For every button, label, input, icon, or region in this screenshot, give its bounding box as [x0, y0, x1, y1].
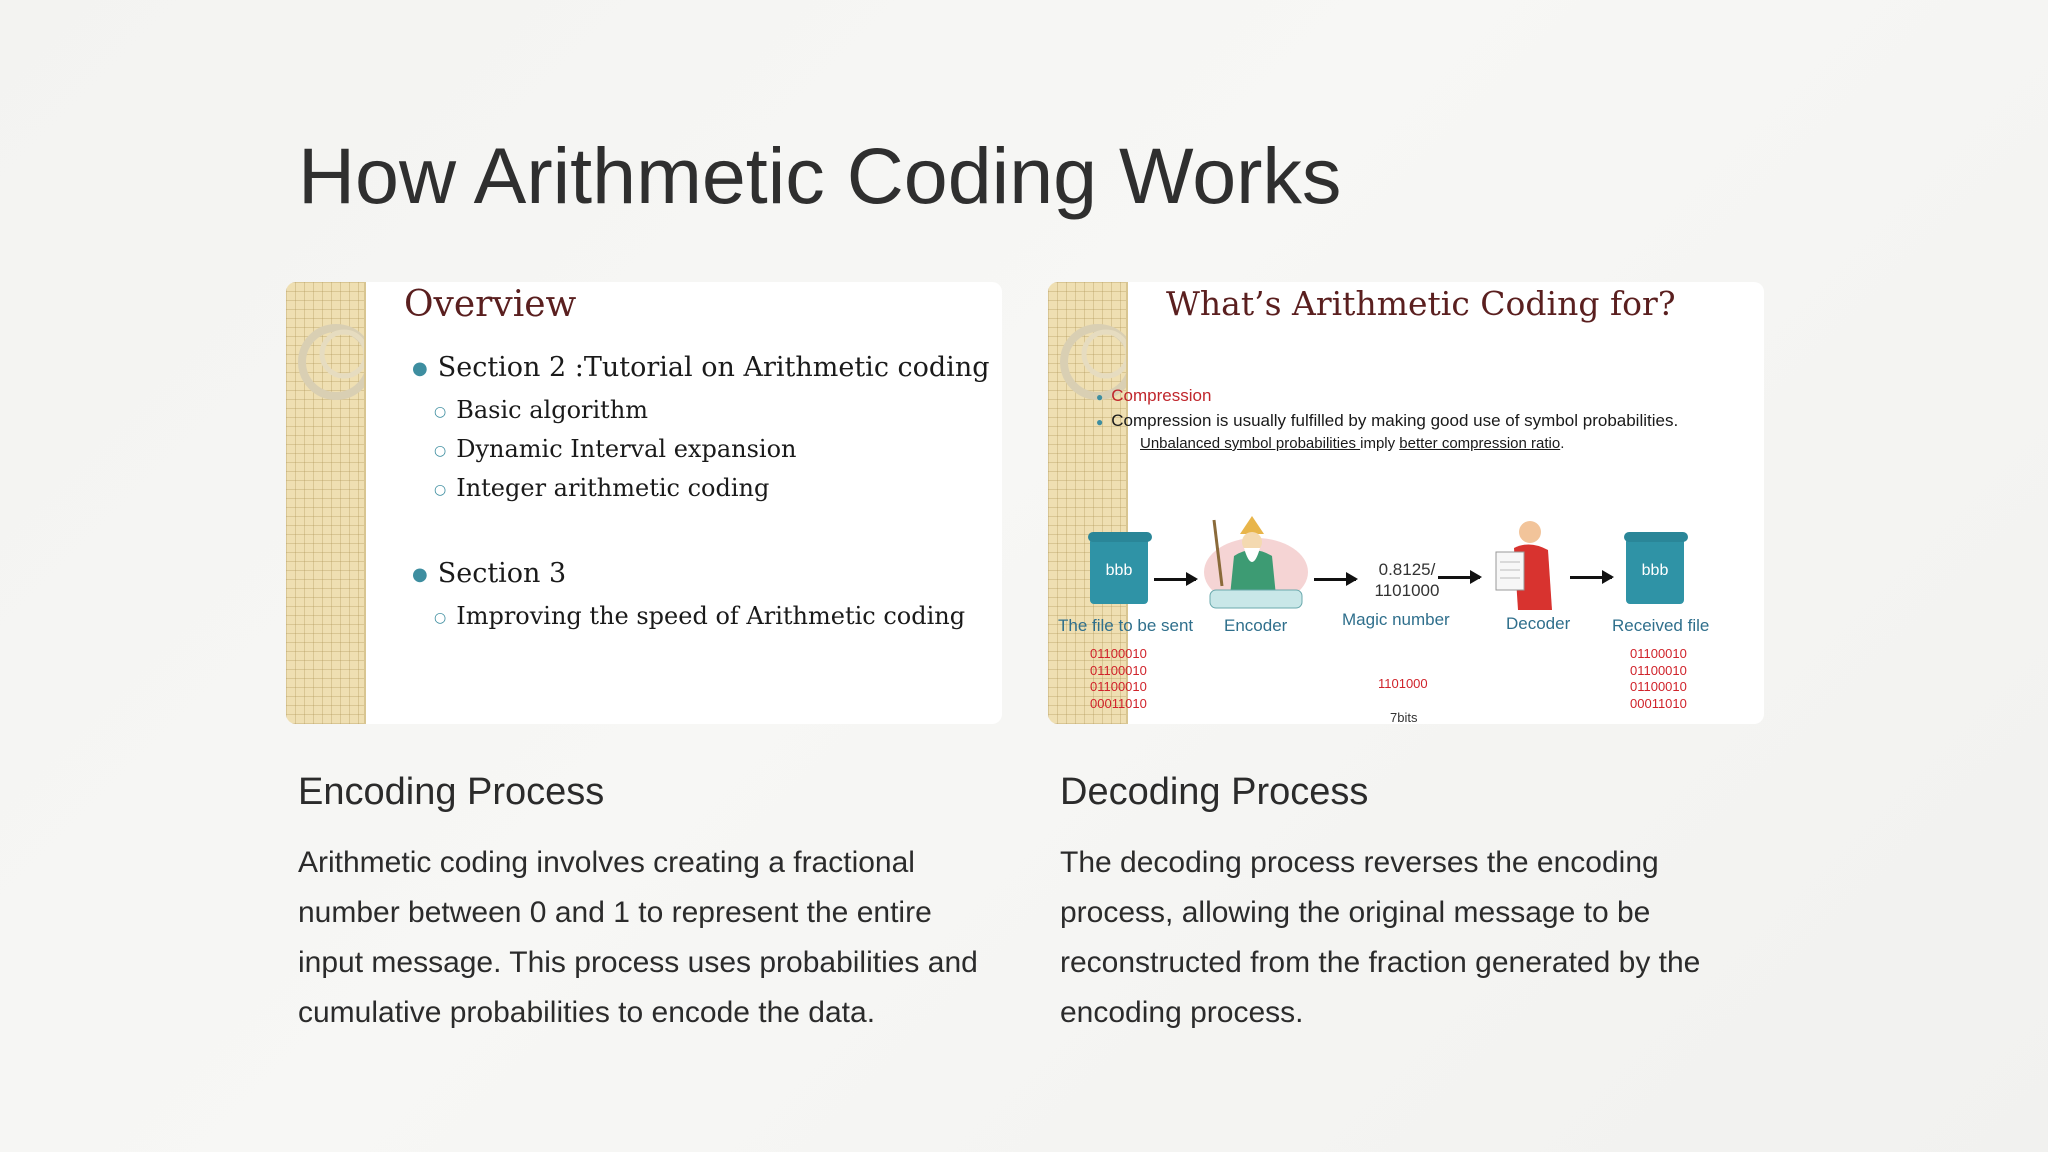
file-scroll-icon: bbb	[1088, 532, 1152, 604]
label-encoder: Encoder	[1224, 616, 1288, 635]
bullet-section-3: ●Section 3	[412, 558, 567, 589]
encoding-heading: Encoding Process	[298, 771, 605, 813]
arrow-icon	[1314, 572, 1358, 586]
arrow-icon	[1154, 572, 1198, 586]
bullet-improving-speed: ○Improving the speed of Arithmetic codin…	[434, 602, 966, 630]
sent-bits: 01100010 01100010 01100010 00011010	[1090, 646, 1147, 711]
slide-decoration	[286, 282, 366, 724]
bullet-integer-arithmetic: ○Integer arithmetic coding	[434, 474, 770, 502]
decoder-person-icon	[1492, 518, 1562, 619]
bullet-compression-desc: ●Compression is usually fulfilled by mak…	[1096, 411, 1679, 430]
label-magic-number: Magic number	[1342, 610, 1450, 629]
bullet-dynamic-interval: ○Dynamic Interval expansion	[434, 435, 797, 463]
label-file-sent: The file to be sent	[1058, 616, 1194, 635]
label-received-file: Received file	[1612, 616, 1710, 635]
encoder-wizard-icon	[1200, 516, 1312, 621]
decoding-heading: Decoding Process	[1060, 771, 1369, 813]
page-title: How Arithmetic Coding Works	[298, 131, 1342, 220]
bits-size: 7bits	[1390, 710, 1418, 724]
magic-bits: 1101000	[1378, 676, 1428, 691]
arrow-icon	[1438, 570, 1482, 584]
slide-title-overview: Overview	[404, 284, 577, 325]
decoding-body: The decoding process reverses the encodi…	[1060, 846, 1701, 1029]
coding-purpose-slide-image: What’s Arithmetic Coding for? ●Compressi…	[1048, 282, 1764, 724]
slide-decoration	[1048, 282, 1128, 724]
bullet-compression: ●Compression	[1096, 386, 1212, 405]
overview-slide-image: Overview ●Section 2 :Tutorial on Arithme…	[286, 282, 1002, 724]
slide-title-purpose: What’s Arithmetic Coding for?	[1166, 284, 1676, 323]
received-scroll-icon: bbb	[1624, 532, 1688, 604]
received-bits: 01100010 01100010 01100010 00011010	[1630, 646, 1687, 711]
magic-number-value: 0.8125/ 1101000	[1374, 560, 1440, 600]
label-decoder: Decoder	[1506, 614, 1571, 633]
encoding-body: Arithmetic coding involves creating a fr…	[298, 846, 978, 1029]
arrow-icon	[1570, 570, 1614, 584]
bullet-unbalanced: Unbalanced symbol probabilities imply be…	[1140, 435, 1565, 452]
bullet-basic-algorithm: ○Basic algorithm	[434, 396, 649, 424]
bullet-section-2: ●Section 2 :Tutorial on Arithmetic codin…	[412, 352, 990, 383]
